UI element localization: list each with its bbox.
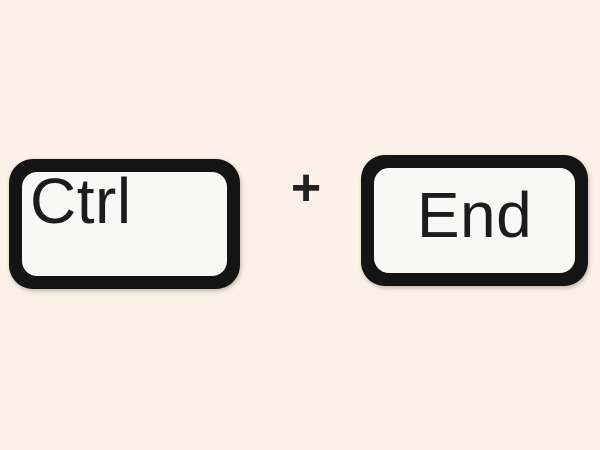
key-ctrl: Ctrl <box>9 159 240 289</box>
key-ctrl-label: Ctrl <box>30 165 132 237</box>
key-ctrl-face: Ctrl <box>22 165 227 276</box>
key-end: End <box>361 155 588 286</box>
plus-separator: + <box>290 158 322 217</box>
key-end-label: End <box>416 178 533 251</box>
key-end-face: End <box>374 168 575 273</box>
